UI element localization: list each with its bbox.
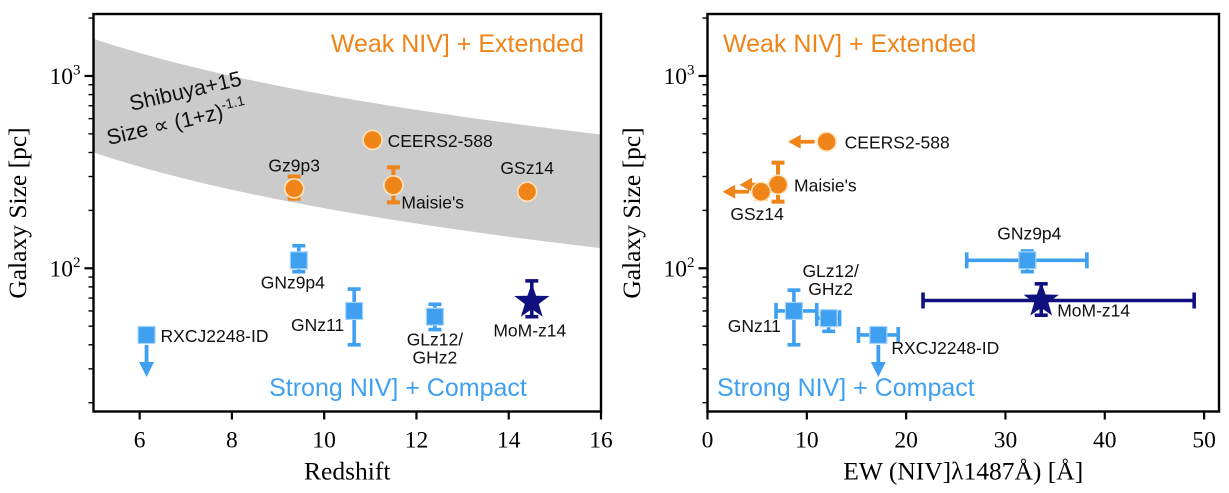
- star-marker: [1023, 282, 1059, 316]
- plot-frame-right: [706, 12, 1221, 413]
- square-marker: [137, 325, 156, 345]
- point-label-ceers2-588: CEERS2-588: [388, 131, 493, 151]
- circle-marker: [750, 181, 772, 203]
- x-tick-label: 10: [312, 428, 336, 454]
- x-tick-label: 14: [497, 428, 521, 454]
- data-point-glz12-ghz2: GLz12/GHz2: [407, 302, 464, 368]
- point-label-glz12-ghz2: GHz2: [413, 348, 458, 368]
- x-axis-right: 0 10 20 30 40 50 EW (NIV]λ1487Å) [Å]: [702, 411, 1216, 486]
- y-tick-label: 102: [49, 255, 80, 282]
- circle-marker: [362, 129, 383, 151]
- x-tick-label: 40: [1093, 428, 1117, 454]
- data-point-ceers2-588: CEERS2-588: [788, 131, 950, 153]
- x-tick-label: 20: [894, 428, 918, 454]
- point-label-gsz14: GSz14: [730, 204, 784, 224]
- circle-marker: [283, 178, 305, 199]
- x-tick-label: 0: [702, 428, 714, 454]
- square-marker: [819, 309, 838, 328]
- data-point-maisie-s: Maisie's: [383, 165, 464, 212]
- star-marker: [514, 283, 550, 317]
- data-point-gsz14: GSz14: [500, 158, 554, 203]
- point-label-ceers2-588: CEERS2-588: [845, 133, 950, 153]
- circle-marker: [383, 175, 404, 196]
- data-point-rxcj2248-id: RXCJ2248-ID: [137, 325, 269, 377]
- x-axis-label-left: Redshift: [304, 457, 390, 486]
- point-label-gnz11: GNz11: [728, 316, 781, 336]
- square-marker: [784, 301, 804, 321]
- annotation-weak-niv-extended: Weak NIV] + Extended: [331, 30, 584, 58]
- y-tick-label: 103: [49, 63, 80, 90]
- data-point-mom-z14: MoM-z14: [493, 279, 567, 341]
- point-label-maisie-s: Maisie's: [401, 192, 464, 212]
- data-point-gnz9p4: GNz9p4: [964, 223, 1089, 274]
- point-label-gnz11: GNz11: [291, 315, 344, 335]
- point-label-glz12-ghz2: GLz12/: [407, 330, 464, 350]
- x-axis-label-right: EW (NIV]λ1487Å) [Å]: [843, 457, 1083, 486]
- annotation-strong-niv-compact: Strong NIV] + Compact: [269, 374, 527, 402]
- y-axis-label-right: Galaxy Size [pc]: [617, 127, 646, 298]
- data-point-ceers2-588: CEERS2-588: [362, 129, 493, 151]
- data-point-gz9p3: Gz9p3: [268, 155, 320, 201]
- data-point-glz12-ghz2: GLz12/GHz2: [802, 261, 859, 334]
- point-label-gsz14: GSz14: [500, 158, 554, 178]
- point-label-mom-z14: MoM-z14: [1057, 300, 1130, 320]
- data-point-mom-z14: MoM-z14: [921, 282, 1196, 320]
- square-marker: [289, 251, 308, 270]
- point-label-mom-z14: MoM-z14: [493, 321, 566, 341]
- annotation-strong-niv-compact: Strong NIV] + Compact: [717, 374, 975, 402]
- circle-marker: [516, 181, 538, 203]
- y-tick-label: 103: [663, 63, 694, 90]
- x-tick-label: 8: [226, 428, 238, 454]
- data-point-maisie-s: Maisie's: [739, 160, 857, 204]
- x-tick-label: 10: [795, 428, 819, 454]
- data-point-gsz14: GSz14: [722, 181, 784, 224]
- circle-marker: [816, 131, 837, 153]
- point-label-gnz9p4: GNz9p4: [997, 223, 1061, 243]
- x-tick-label: 50: [1192, 428, 1216, 454]
- x-tick-label: 16: [589, 428, 613, 454]
- point-label-gz9p3: Gz9p3: [268, 155, 320, 175]
- plot-frame-left: [92, 12, 603, 413]
- x-tick-label: 30: [994, 428, 1018, 454]
- point-label-gnz9p4: GNz9p4: [261, 272, 325, 292]
- data-point-gnz11: GNz11: [291, 287, 364, 347]
- annotation-weak-niv-extended: Weak NIV] + Extended: [723, 30, 976, 58]
- x-tick-label: 6: [134, 428, 146, 454]
- shibuya-band: [93, 38, 601, 249]
- square-marker: [425, 307, 445, 326]
- point-label-glz12-ghz2: GLz12/: [802, 261, 859, 281]
- point-label-maisie-s: Maisie's: [794, 176, 857, 196]
- point-label-rxcj2248-id: RXCJ2248-ID: [891, 338, 999, 358]
- x-tick-label: 12: [405, 428, 429, 454]
- square-marker: [345, 301, 364, 321]
- data-point-gnz11: GNz11: [728, 288, 819, 347]
- square-marker: [869, 325, 888, 345]
- y-tick-label: 102: [663, 255, 694, 282]
- y-axis-label-left: Galaxy Size [pc]: [3, 127, 32, 298]
- data-point-gnz9p4: GNz9p4: [261, 243, 325, 292]
- data-point-rxcj2248-id: RXCJ2248-ID: [856, 325, 999, 377]
- square-marker: [1018, 251, 1037, 270]
- point-label-rxcj2248-id: RXCJ2248-ID: [161, 326, 269, 346]
- point-label-glz12-ghz2: GHz2: [808, 279, 853, 299]
